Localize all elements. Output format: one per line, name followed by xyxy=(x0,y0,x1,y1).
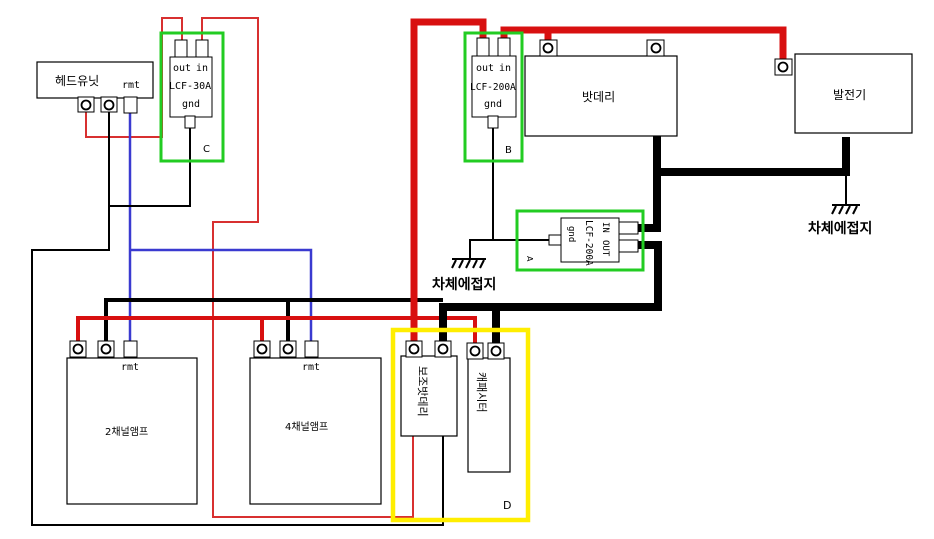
capacitor-label: 캐패시터 xyxy=(475,372,488,412)
lcf200a-b-terminal-out xyxy=(476,37,490,59)
lcf200a-a-in-label: IN xyxy=(600,222,610,233)
group-box-d xyxy=(390,327,531,523)
power-bus-horizontal xyxy=(76,316,477,354)
lcf200a-b-in-label: in xyxy=(499,63,511,74)
lcf200a-b-model-label: LCF-200A xyxy=(470,82,516,93)
aux-battery-body xyxy=(400,355,458,437)
amp-2ch-label: 2채널앰프 xyxy=(105,426,148,438)
ground-label-generator: 차체에접지 xyxy=(808,221,872,237)
filter-tag-c: C xyxy=(203,144,210,155)
amp-2ch-rmt-label: rmt xyxy=(121,362,139,373)
filter-box-c xyxy=(159,31,225,163)
capacitor: 캐패시터 xyxy=(466,342,511,473)
lcf30a-in-label: in xyxy=(196,63,208,74)
lcf200a-a-body xyxy=(560,217,620,263)
screw-icon xyxy=(103,99,115,111)
screw-icon xyxy=(542,42,554,54)
screw-icon xyxy=(72,343,84,355)
filter-tag-a: A xyxy=(525,256,534,262)
amp-2ch-terminal-rmt xyxy=(123,340,138,358)
amp-4ch-label: 4채널앰프 xyxy=(285,421,328,433)
ground-headunit xyxy=(31,106,444,526)
filter-box-b xyxy=(463,31,524,163)
group-tag-d: D xyxy=(503,499,511,512)
screw-icon xyxy=(437,343,449,355)
amp-4ch: 4채널앰프 rmt xyxy=(249,340,382,505)
wire-lcf30a-in-to-amp4 xyxy=(201,17,414,518)
screw-icon xyxy=(490,345,502,357)
lcf200a-a-filter: LCF-200A IN OUT gnd A xyxy=(515,209,645,272)
lcf200a-a-model-label: LCF-200A xyxy=(583,220,594,266)
screw-icon xyxy=(777,61,789,73)
lcf200a-a-terminal-out xyxy=(618,239,639,253)
lcf200a-a-out-label: OUT xyxy=(600,240,610,257)
ground-lcf200a-b xyxy=(469,128,494,258)
filter-tag-b: B xyxy=(505,145,512,156)
head-unit-label: 헤드유닛 xyxy=(55,74,99,88)
amp-4ch-body xyxy=(249,357,382,505)
remote-branch-amp4 xyxy=(130,248,313,341)
generator: 발전기 xyxy=(774,53,913,134)
lcf200a-a-gnd-label: gnd xyxy=(566,226,576,242)
aux-battery-label: 보조밧데리 xyxy=(416,366,429,417)
screw-icon xyxy=(256,343,268,355)
generator-body xyxy=(794,53,913,134)
lcf200a-a-terminal-in xyxy=(618,221,639,235)
battery-label: 밧데리 xyxy=(582,90,615,104)
lcf-a-out-to-group xyxy=(492,241,662,350)
battery: 밧데리 xyxy=(524,39,678,137)
amp-2ch: 2채널앰프 rmt xyxy=(66,340,198,505)
head-unit-rmt-label: rmt xyxy=(122,80,140,91)
amp-4ch-rmt-label: rmt xyxy=(302,362,320,373)
amp-4ch-terminal-rmt xyxy=(304,340,319,358)
ground-lcf30a xyxy=(109,128,191,207)
chassis-ground-main xyxy=(451,258,486,269)
lcf30a-filter: out in LCF-30A gnd C xyxy=(159,31,225,163)
head-unit: 헤드유닛 rmt xyxy=(36,61,154,114)
lcf200a-b-body xyxy=(471,55,517,118)
capacitor-body xyxy=(467,357,511,473)
power-lcf200a-to-aux xyxy=(410,18,487,350)
chassis-ground-generator xyxy=(831,204,860,215)
generator-label: 발전기 xyxy=(833,88,866,102)
thin-ground-wires xyxy=(31,106,560,526)
lcf30a-model-label: LCF-30A xyxy=(169,81,211,92)
screw-icon xyxy=(408,343,420,355)
ground-bus-horizontal xyxy=(104,298,443,343)
amp-2ch-body xyxy=(66,357,198,505)
screw-icon xyxy=(80,99,92,111)
screw-icon xyxy=(100,343,112,355)
amp-ground-bus xyxy=(104,298,443,343)
amp-power-bus xyxy=(76,316,477,354)
generator-ground-link xyxy=(657,137,850,176)
lcf200a-b-out-label: out xyxy=(476,63,494,74)
aux-ground-link xyxy=(439,303,496,352)
lcf200a-b-gnd-label: gnd xyxy=(484,99,502,110)
screw-icon xyxy=(650,42,662,54)
lcf200a-b-terminal-in xyxy=(497,37,511,59)
lcf30a-gnd-label: gnd xyxy=(182,99,200,110)
filter-box-a xyxy=(515,209,645,272)
lcf200a-b-filter: out in LCF-200A gnd B xyxy=(463,31,524,163)
aux-battery: 보조밧데리 xyxy=(400,340,458,437)
battery-body xyxy=(524,55,678,137)
screw-icon xyxy=(282,343,294,355)
power-battery-to-generator xyxy=(548,26,787,60)
screw-icon xyxy=(469,345,481,357)
head-unit-body xyxy=(36,61,154,99)
lcf200a-b-terminal-gnd xyxy=(487,115,499,129)
head-unit-terminal-rmt xyxy=(123,96,138,114)
lcf30a-out-label: out xyxy=(173,63,191,74)
remote-wires xyxy=(128,113,313,341)
lcf30a-terminal-gnd xyxy=(184,115,196,129)
lcf200a-a-terminal-gnd xyxy=(548,234,562,246)
ground-label-main: 차체에접지 xyxy=(432,277,496,293)
